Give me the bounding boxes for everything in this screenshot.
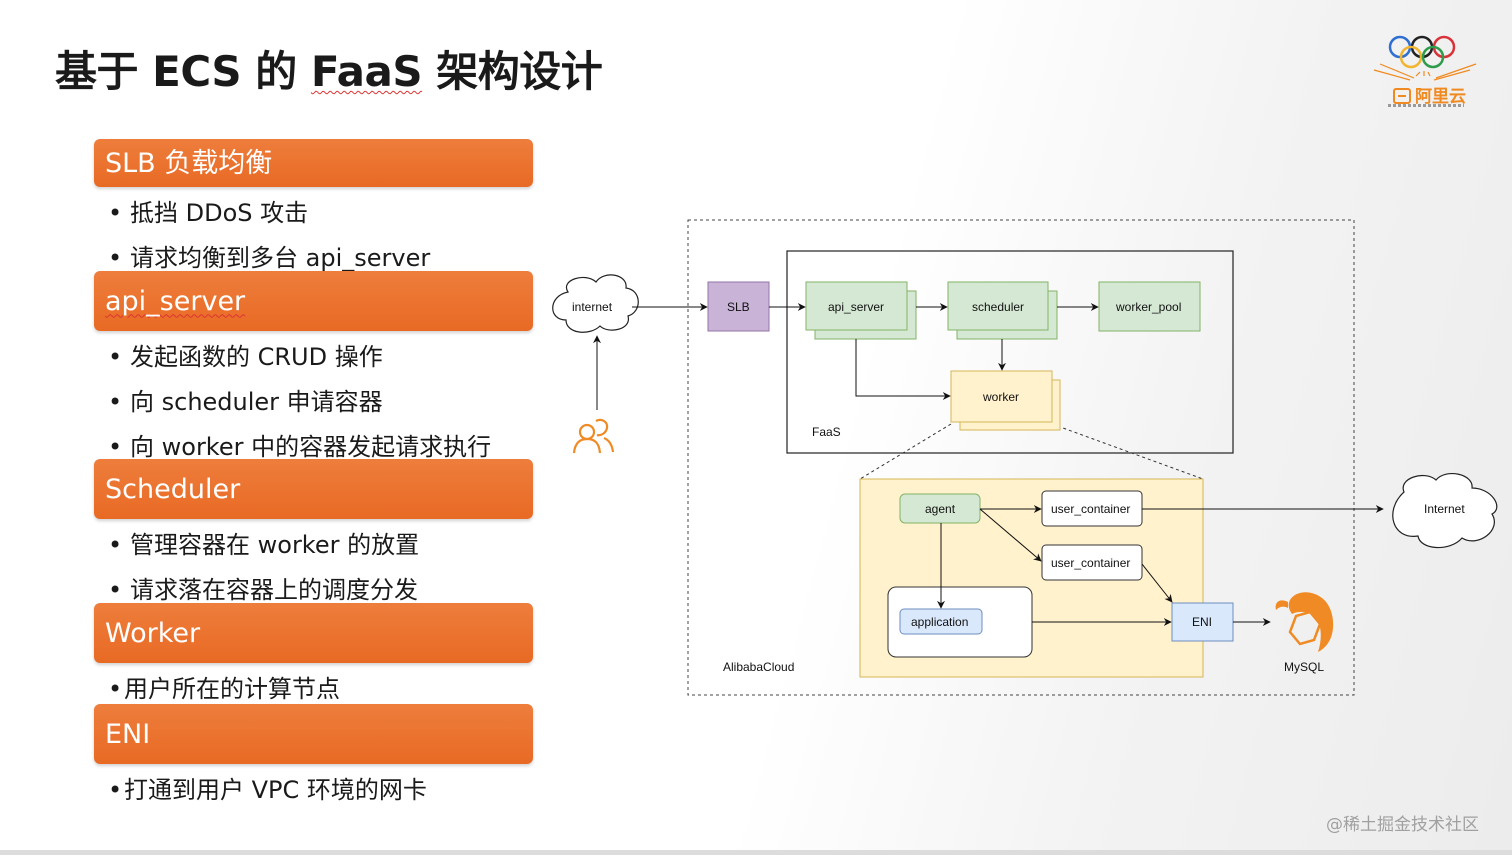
section-header-slb: SLB 负载均衡 <box>94 139 533 187</box>
internet-cloud-right: Internet <box>1392 472 1498 549</box>
bullet-item: •发起函数的 CRUD 操作 <box>108 343 383 371</box>
faas-container <box>786 250 1234 454</box>
logo-text: 阿里云 <box>1393 82 1466 107</box>
bullet-item: •请求落在容器上的调度分发 <box>108 576 418 604</box>
users-icon <box>572 418 615 454</box>
arrow-api-worker <box>855 339 951 400</box>
worker-pool-node <box>1098 281 1201 332</box>
api-server-node <box>805 281 908 331</box>
worker-label: worker <box>982 390 1019 404</box>
application-label: application <box>911 615 968 629</box>
bullet-item: •向 scheduler 申请容器 <box>108 388 383 416</box>
arrow-agent-uc2 <box>979 508 1042 562</box>
eni-node <box>1171 602 1234 642</box>
mysql-dolphin-icon <box>1275 592 1334 652</box>
worker-pool-label: worker_pool <box>1115 300 1181 314</box>
bullet-item: •请求均衡到多台 api_server <box>108 244 431 272</box>
section-header-eni: ENI <box>94 704 533 764</box>
user-container-2-label: user_container <box>1051 556 1130 570</box>
page-title: 基于 ECS 的 FaaS 架构设计 <box>55 47 603 96</box>
user-container-1-label: user_container <box>1051 502 1130 516</box>
slb-node <box>707 281 770 332</box>
internet-label: internet <box>572 300 613 314</box>
bottom-strip <box>0 850 1512 855</box>
olympic-rings-icon <box>1373 35 1477 81</box>
scheduler-label: scheduler <box>972 300 1024 314</box>
bullet-item: •用户所在的计算节点 <box>108 675 340 703</box>
faas-label: FaaS <box>812 425 841 439</box>
api-server-label: api_server <box>828 300 884 314</box>
arrow-uc2-eni <box>1141 563 1173 603</box>
alibabacloud-container <box>687 219 1355 696</box>
slb-label: SLB <box>727 300 750 314</box>
user-container-2 <box>1041 544 1143 581</box>
alibabacloud-label: AlibabaCloud <box>723 660 794 674</box>
watermark: @稀土掘金技术社区 <box>1326 815 1479 835</box>
agent-label: agent <box>925 502 956 516</box>
section-header-worker: Worker <box>94 603 533 663</box>
bullet-item: •打通到用户 VPC 环境的网卡 <box>108 776 427 804</box>
bullet-item: •向 worker 中的容器发起请求执行 <box>108 433 492 461</box>
section-header-scheduler: Scheduler <box>94 459 533 519</box>
bullet-item: •抵挡 DDoS 攻击 <box>108 199 309 227</box>
zoom-line <box>859 423 952 480</box>
section-header-api-server: api_server <box>94 271 533 331</box>
internet-right-label: Internet <box>1424 502 1465 516</box>
worker-node <box>950 370 1053 423</box>
logo-tagline <box>1388 104 1464 107</box>
scheduler-node <box>947 281 1049 331</box>
mysql-label: MySQL <box>1284 660 1324 674</box>
eni-label: ENI <box>1192 615 1212 629</box>
application-node <box>899 608 983 635</box>
bullet-item: •管理容器在 worker 的放置 <box>108 531 420 559</box>
zoom-line <box>1051 423 1204 480</box>
internet-cloud-left: internet <box>552 274 639 333</box>
